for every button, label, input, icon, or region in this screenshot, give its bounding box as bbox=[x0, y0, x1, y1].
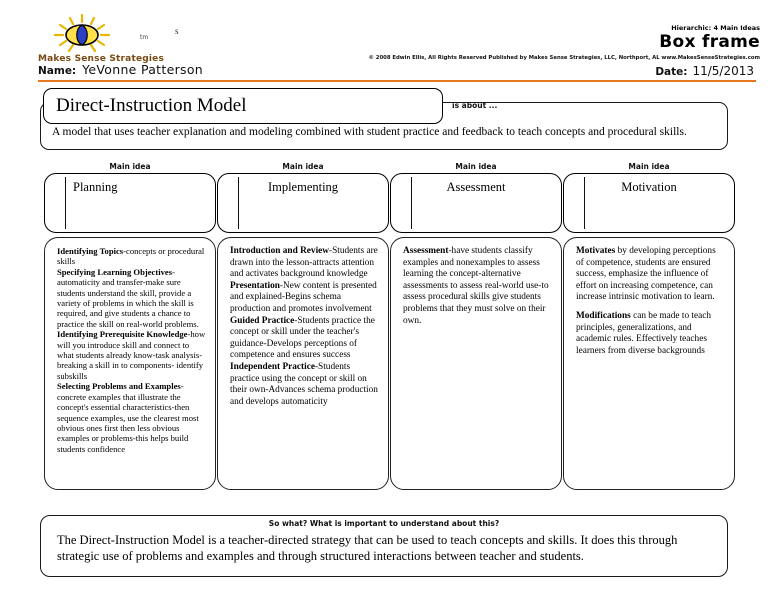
is-about-text[interactable]: A model that uses teacher explanation an… bbox=[52, 126, 687, 138]
detail-item: Guided Practice-Students practice the co… bbox=[230, 316, 379, 362]
detail-heading: Presentation bbox=[230, 280, 280, 291]
detail-item: Selecting Problems and Examples-concrete… bbox=[57, 381, 206, 454]
main-idea-title-box[interactable]: Planning bbox=[44, 173, 216, 233]
main-idea-column-2: Main idea Implementing Introduction and … bbox=[217, 162, 389, 490]
detail-item: Identifying Prerequisite Knowledge-how w… bbox=[57, 329, 206, 381]
detail-heading: Specifying Learning Objectives bbox=[57, 266, 173, 277]
detail-text: by developing perceptions of competence,… bbox=[576, 246, 716, 303]
detail-item: Presentation-New content is presented an… bbox=[230, 281, 379, 316]
main-idea-details-box[interactable]: Assessment-have students classify exampl… bbox=[390, 237, 562, 490]
detail-item: Specifying Learning Objectives-automatic… bbox=[57, 267, 206, 329]
brand-name: Makes Sense Strategies bbox=[38, 54, 165, 64]
main-idea-details-box[interactable]: Identifying Topics-concepts or procedura… bbox=[44, 237, 216, 490]
trademark-mark: tm bbox=[140, 34, 149, 41]
topic-title: Direct-Instruction Model bbox=[56, 95, 247, 116]
date-field-row: Date: 11/5/2013 bbox=[655, 64, 754, 78]
detail-heading: Introduction and Review bbox=[230, 246, 330, 256]
main-idea-label: Main idea bbox=[455, 162, 497, 171]
main-idea-details-box[interactable]: Introduction and Review-Students are dra… bbox=[217, 237, 389, 490]
detail-text: -have students classify examples and non… bbox=[403, 246, 549, 326]
main-idea-details-box[interactable]: Motivates by developing perceptions of c… bbox=[563, 237, 735, 490]
main-idea-label: Main idea bbox=[109, 162, 151, 171]
detail-heading: Modifications bbox=[576, 310, 631, 321]
so-what-label: So what? What is important to understand… bbox=[268, 519, 500, 528]
detail-text: -Students are drawn into the lesson-attr… bbox=[230, 246, 378, 280]
main-idea-column-4: Main idea Motivation Motivates by develo… bbox=[563, 162, 735, 490]
detail-heading: Identifying Prerequisite Knowledge bbox=[57, 329, 188, 340]
detail-heading: Selecting Problems and Examples bbox=[57, 381, 181, 392]
detail-text: -Students practice using the concept or … bbox=[230, 361, 378, 407]
detail-text: -Students practice the concept or skill … bbox=[230, 315, 375, 361]
main-idea-column-1: Main idea Planning Identifying Topics-co… bbox=[44, 162, 216, 490]
brand-logo: Makes Sense Strategies bbox=[38, 13, 188, 64]
detail-heading: Guided Practice bbox=[230, 315, 295, 326]
main-idea-title-box[interactable]: Assessment bbox=[390, 173, 562, 233]
margin-rule bbox=[238, 177, 239, 229]
detail-text: -how will you introduce skill and connec… bbox=[57, 329, 206, 381]
detail-heading: Identifying Topics bbox=[57, 246, 124, 256]
name-field-row: Name: YeVonne Patterson bbox=[38, 62, 203, 77]
date-label: Date: bbox=[655, 66, 688, 78]
main-idea-title: Assessment bbox=[446, 180, 506, 194]
date-value[interactable]: 11/5/2013 bbox=[692, 64, 754, 78]
detail-item: Modifications can be made to teach princ… bbox=[576, 311, 725, 357]
page-header: Makes Sense Strategies tm s Name: YeVonne… bbox=[0, 0, 768, 82]
detail-item: Assessment-have students classify exampl… bbox=[403, 246, 552, 327]
main-idea-label: Main idea bbox=[282, 162, 324, 171]
header-divider bbox=[38, 80, 756, 82]
frame-title: Box frame bbox=[659, 32, 760, 52]
main-idea-title-box[interactable]: Implementing bbox=[217, 173, 389, 233]
name-label: Name: bbox=[38, 65, 77, 77]
main-idea-label: Main idea bbox=[628, 162, 670, 171]
detail-heading: Independent Practice bbox=[230, 361, 315, 372]
copyright-notice: © 2008 Edwin Ellis, All Rights Reserved … bbox=[368, 55, 760, 61]
main-idea-title: Planning bbox=[73, 180, 118, 194]
detail-heading: Motivates bbox=[576, 246, 616, 256]
detail-item: Introduction and Review-Students are dra… bbox=[230, 246, 379, 281]
detail-text: -automaticity and transfer-make sure stu… bbox=[57, 266, 199, 329]
is-about-label: is about ... bbox=[452, 101, 498, 110]
main-idea-column-3: Main idea Assessment Assessment-have stu… bbox=[390, 162, 562, 490]
so-what-text[interactable]: The Direct-Instruction Model is a teache… bbox=[57, 533, 678, 563]
topic-section: is about ... A model that uses teacher e… bbox=[0, 88, 768, 160]
paragraph-spacer bbox=[576, 304, 725, 311]
so-what-box: So what? What is important to understand… bbox=[40, 515, 728, 577]
margin-rule bbox=[411, 177, 412, 229]
detail-item: Independent Practice-Students practice u… bbox=[230, 362, 379, 408]
main-idea-title: Implementing bbox=[267, 180, 339, 194]
detail-text: can be made to teach principles, general… bbox=[576, 310, 712, 356]
main-idea-columns: Main idea Planning Identifying Topics-co… bbox=[0, 162, 768, 492]
main-idea-title-box[interactable]: Motivation bbox=[563, 173, 735, 233]
detail-item: Motivates by developing perceptions of c… bbox=[576, 246, 725, 304]
logo-superscript: s bbox=[175, 26, 179, 36]
margin-rule bbox=[65, 177, 66, 229]
topic-box[interactable]: Direct-Instruction Model bbox=[43, 88, 443, 124]
detail-text: -New content is presented and explained-… bbox=[230, 280, 377, 314]
main-idea-title: Motivation bbox=[621, 180, 677, 194]
detail-text: -concepts or procedural skills bbox=[57, 246, 205, 267]
margin-rule bbox=[584, 177, 585, 229]
hierarchy-note: Hierarchic: 4 Main Ideas bbox=[671, 24, 760, 32]
detail-heading: Assessment bbox=[403, 246, 449, 256]
detail-item: Identifying Topics-concepts or procedura… bbox=[57, 246, 206, 267]
name-value[interactable]: YeVonne Patterson bbox=[82, 62, 203, 77]
detail-text: -concrete examples that illustrate the c… bbox=[57, 381, 199, 454]
sun-eye-logo-icon bbox=[44, 13, 120, 56]
